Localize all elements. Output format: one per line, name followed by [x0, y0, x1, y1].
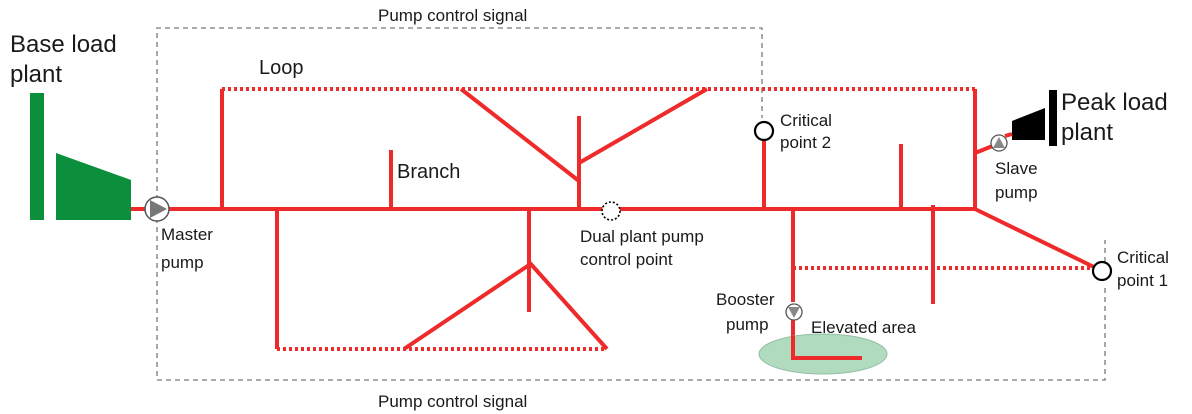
booster-pump-label-line1: Booster [716, 290, 775, 309]
loop-label: Loop [259, 57, 304, 79]
critical-point-1-label-line2: point 1 [1117, 271, 1168, 290]
pipe-network [131, 87, 1097, 360]
lower-fan-left [402, 263, 531, 351]
peak-load-plant-label-line1: Peak load [1061, 89, 1168, 116]
pump-control-signal-line [156, 27, 1106, 381]
dotted-pipes [222, 87, 1096, 351]
slave-pump-label-line1: Slave [995, 159, 1038, 178]
critical-point-1-label-line1: Critical [1117, 248, 1169, 267]
peak-plant-connector [1004, 132, 1013, 138]
peak-load-plant [1012, 90, 1057, 146]
elevated-area-label: Elevated area [811, 318, 916, 337]
base-load-plant [30, 93, 131, 220]
elevated-area-pipe-overlay [791, 336, 862, 360]
slave-pump-icon [990, 134, 1008, 152]
base-load-plant-label-line2: plant [10, 61, 62, 88]
lower-fan-right [527, 260, 609, 351]
booster-pump-icon [785, 303, 803, 321]
critical-point-2-marker [753, 120, 775, 142]
loop-sub-branch-right [577, 87, 709, 165]
dual-control-label-line2: control point [580, 250, 673, 269]
critical-point-1-marker [1091, 260, 1113, 282]
elevated-area-ellipse [758, 333, 888, 375]
peak-load-plant-label-line2: plant [1061, 119, 1113, 146]
master-pump-label-line1: Master [161, 225, 213, 244]
pump-control-signal-top-label: Pump control signal [378, 6, 527, 25]
critical-point-1-pipe [974, 207, 1097, 270]
master-pump-label-line2: pump [161, 253, 204, 272]
critical-point-2-label-line2: point 2 [780, 133, 831, 152]
dual-plant-control-point-marker [601, 201, 621, 221]
booster-pump-label-line2: pump [726, 315, 769, 334]
base-load-plant-label-line1: Base load [10, 31, 117, 58]
base-plant-building [56, 153, 131, 220]
critical-point-2-label-line1: Critical [780, 111, 832, 130]
peak-plant-building [1012, 108, 1045, 140]
master-pump-icon [144, 196, 170, 222]
loop-sub-branch-left [459, 87, 581, 183]
base-plant-chimney [30, 93, 44, 220]
peak-plant-chimney [1049, 90, 1057, 146]
pump-control-signal-bottom-label: Pump control signal [378, 392, 527, 411]
branch-label: Branch [397, 161, 460, 183]
dual-control-label-line1: Dual plant pump [580, 227, 704, 246]
slave-pump-label-line2: pump [995, 183, 1038, 202]
